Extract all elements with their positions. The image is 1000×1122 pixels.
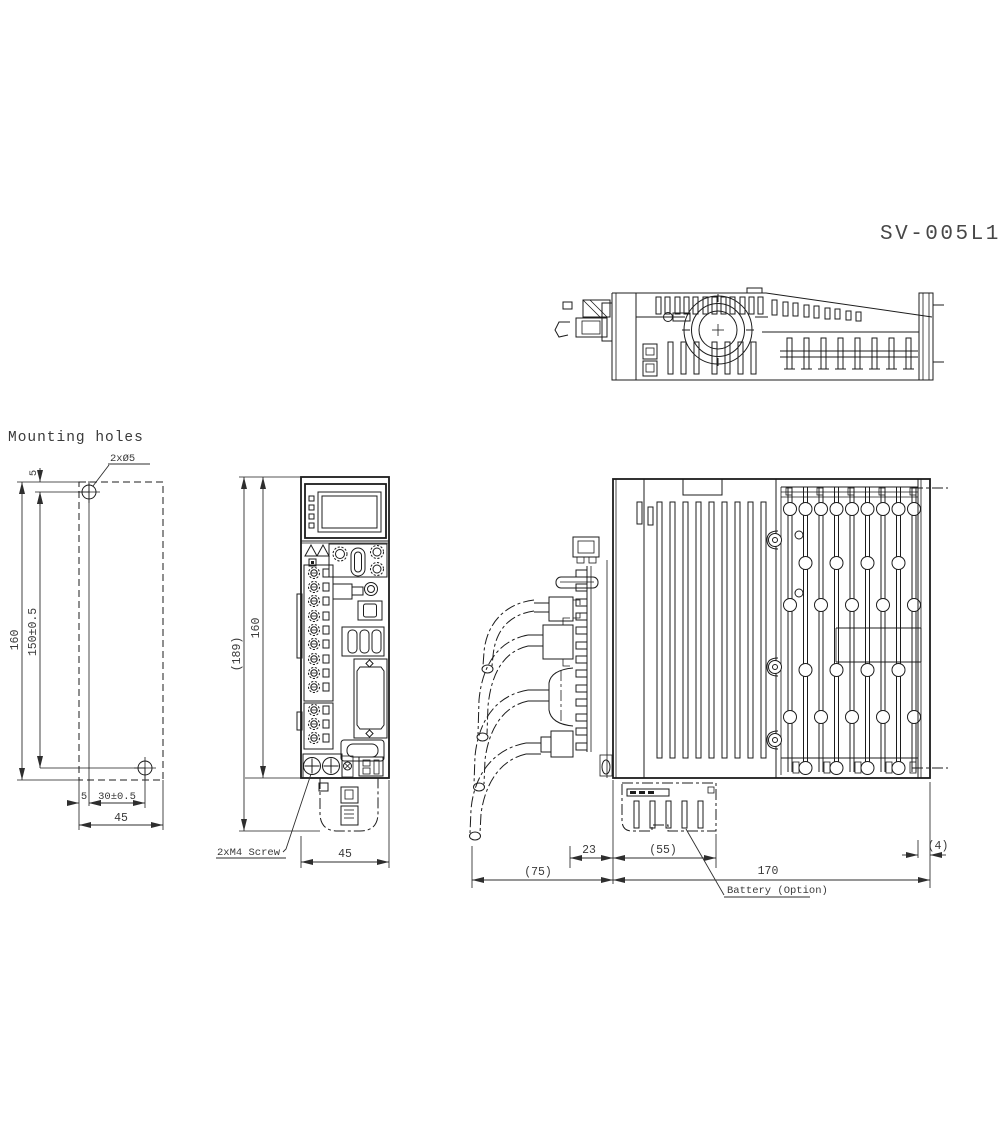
led-indicator — [308, 513, 315, 520]
top-view-outline-top — [612, 292, 933, 318]
side-vent-slots — [656, 501, 767, 759]
dim-hole-spacing-h: 30±0.5 — [98, 791, 136, 803]
dim-edge-offset: 5 — [81, 791, 87, 803]
top-view-rear-flange — [918, 292, 934, 381]
front-connectors — [332, 582, 388, 777]
mounting-tab — [766, 530, 782, 550]
led-indicator — [308, 495, 315, 502]
led-indicator — [308, 522, 315, 529]
mounting-holes-title: Mounting holes — [8, 430, 144, 446]
dim-top-offset: 5 — [28, 470, 40, 476]
battery-callout-label: Battery (Option) — [727, 885, 828, 897]
top-vent-slots-sloped — [771, 299, 862, 322]
top-bottom-slats — [642, 341, 757, 377]
top-heatsink-comb — [780, 337, 918, 370]
dim-outer-height: 160 — [9, 630, 22, 651]
dim-body-height: 160 — [250, 618, 263, 639]
dim-battery-depth: (55) — [649, 844, 677, 857]
mounting-hole-bottom — [134, 757, 156, 779]
led-indicator — [308, 504, 315, 511]
dim-total-height: (189) — [231, 637, 244, 672]
mounting-plate-outline — [78, 481, 164, 781]
side-connectors — [526, 536, 613, 778]
usb-connector — [357, 600, 383, 621]
nameplate — [682, 478, 723, 496]
front-view: 2xM4 Screw (189) 160 45 — [216, 476, 390, 868]
io-connector — [341, 626, 385, 657]
toggle-button — [350, 547, 366, 577]
wire-clip — [554, 321, 570, 338]
screw-callout-label: 2xM4 Screw — [217, 847, 281, 859]
fan-icon — [682, 294, 754, 366]
rotary-switch — [370, 545, 384, 559]
mounting-tab — [766, 730, 782, 750]
terminal-strip-main — [303, 564, 334, 702]
top-view-outline-left-bottom — [611, 293, 919, 381]
battery-option-front — [318, 778, 379, 832]
heatsink-rivets — [783, 502, 921, 724]
top-view — [554, 287, 947, 381]
side-view: Battery (Option) 23 (55) (75) 170 (4) — [469, 478, 949, 898]
warning-triangle-icon — [316, 543, 330, 557]
terminal-strip-lower — [303, 702, 334, 750]
cables — [469, 599, 535, 841]
dim-hole-spacing-v: 150±0.5 — [27, 608, 40, 656]
battery-option-side — [621, 782, 717, 832]
warning-triangle-icon — [304, 543, 318, 557]
dim-connector-depth: 23 — [582, 844, 596, 857]
top-connector — [554, 299, 611, 338]
dim-plate-width: 45 — [114, 812, 128, 825]
mounting-hole-top — [78, 481, 100, 503]
dim-cable-clearance: (75) — [524, 866, 552, 879]
side-body-outline — [612, 478, 931, 779]
dim-flange-offset: (4) — [928, 840, 949, 853]
drawing-title: SV-005L1 — [880, 223, 1000, 246]
heatsink — [766, 479, 922, 778]
dsub-connector — [353, 658, 388, 739]
mounting-tab — [766, 657, 782, 677]
rotary-switch — [332, 546, 348, 562]
encoder-connector — [340, 739, 385, 762]
display-module — [304, 483, 387, 539]
setting-buttons — [328, 543, 388, 578]
mounting-screws — [302, 753, 354, 779]
front-body-outline — [300, 476, 390, 779]
dim-body-depth: 170 — [758, 865, 779, 878]
dim-front-width: 45 — [338, 848, 352, 861]
rotary-switch — [370, 562, 384, 576]
mounting-holes-view: Mounting holes 2xØ5 160 150±0.5 5 — [8, 430, 164, 830]
top-view-side-tab — [601, 302, 613, 342]
hole-callout-label: 2xØ5 — [110, 453, 135, 465]
